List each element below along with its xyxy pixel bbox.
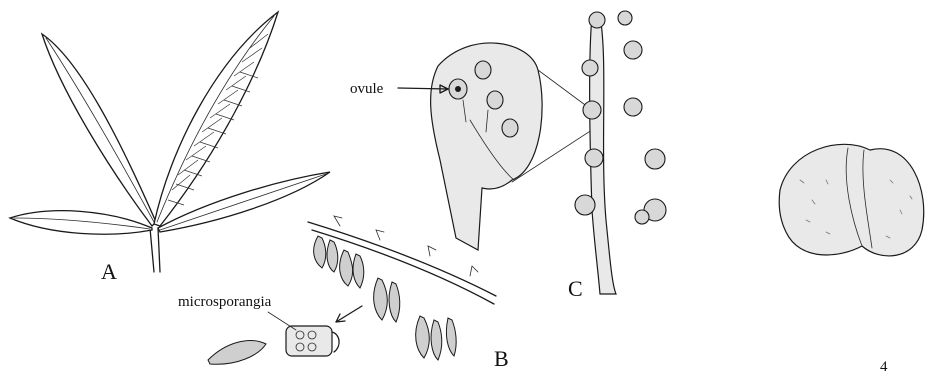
detached-strobilus	[208, 341, 266, 365]
panel-c-ovule-section: ovule C	[350, 11, 666, 301]
panel-c-label: C	[568, 276, 583, 301]
leaflet-lower-left	[10, 211, 152, 235]
seed-body	[779, 144, 923, 256]
ovule-label: ovule	[350, 81, 384, 97]
ovule-buds	[575, 11, 666, 224]
panel-a-compound-leaf: A	[10, 12, 330, 284]
panel-a-label: A	[101, 259, 117, 284]
leaflet-upper-left	[42, 34, 156, 226]
panel-b-label: B	[494, 346, 509, 371]
plate-number: 4	[880, 359, 888, 375]
microsporangia-detail	[286, 326, 339, 356]
microsporangia-label: microsporangia	[178, 294, 272, 310]
seed-illustration: 4	[779, 144, 923, 375]
